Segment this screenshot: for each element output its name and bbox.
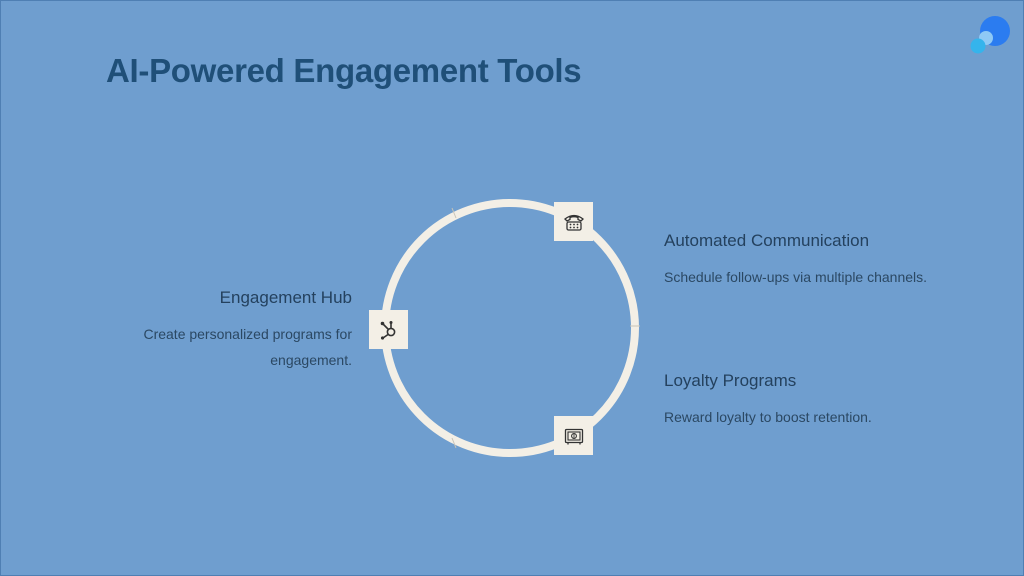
telephone-icon [563, 214, 584, 231]
slide-title: AI-Powered Engagement Tools [106, 52, 582, 89]
automated-communication-node[interactable] [554, 202, 593, 241]
brand-logo-icon [970, 16, 1010, 54]
loyalty-programs-title: Loyalty Programs [664, 371, 797, 390]
automated-communication-description: Schedule follow-ups via multiple channel… [664, 269, 928, 285]
loyalty-programs-description: Reward loyalty to boost retention. [664, 409, 872, 425]
automated-communication-title: Automated Communication [664, 231, 870, 250]
engagement-hub-node[interactable] [369, 310, 408, 349]
loyalty-programs-node[interactable] [554, 416, 593, 455]
engagement-hub-description: Create personalized programs for engagem… [143, 326, 352, 368]
safe-vault-icon [564, 428, 583, 444]
engagement-hub-title: Engagement Hub [219, 288, 352, 307]
hub-network-icon [380, 320, 395, 340]
cycle-ring [381, 199, 640, 457]
